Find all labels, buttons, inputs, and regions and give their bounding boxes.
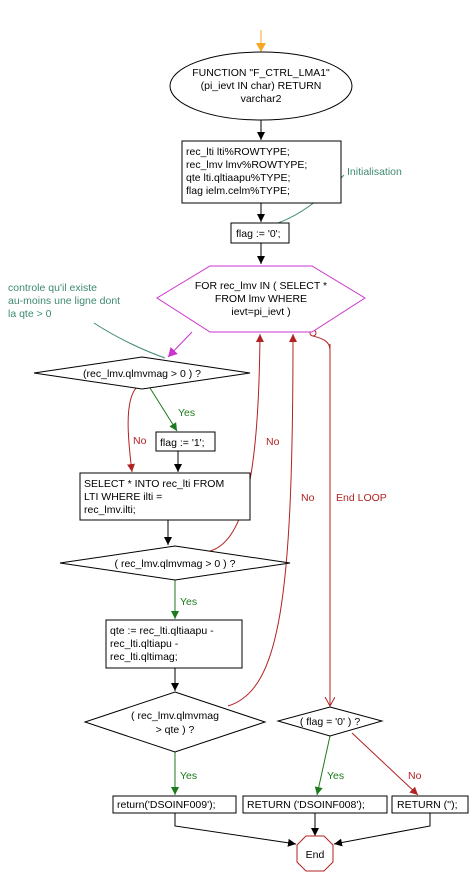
comment-check-line-3: la qte > 0 [8, 308, 52, 320]
loop-line-3: ievt=pi_ievt ) [231, 306, 290, 318]
flag-init-text: flag := '0'; [236, 228, 281, 240]
edge-cond4-yes [314, 735, 331, 796]
comment-initialisation: Initialisation [347, 166, 402, 178]
return-dsoinf009-box: return('DSOINF009'); [112, 795, 237, 814]
decision-qlmvmag-qte: ( rec_lmv.qlmvmag > qte ) ? [83, 691, 267, 753]
select-line-1: SELECT * INTO rec_lti FROM [84, 478, 224, 490]
connectors [127, 30, 431, 847]
edge-cond3-no [227, 333, 297, 707]
decision-qlmvmag-1: (rec_lmv.qlmvmag > 0 ) ? [33, 356, 251, 390]
calc-line-1: qte := rec_lti.qltiaapu - [110, 625, 214, 637]
start-line-3: varchar2 [241, 93, 282, 105]
comment-check-line-2: au-moins une ligne dont [8, 295, 120, 307]
cond3-line-2: > qte ) ? [156, 724, 195, 736]
label-cond2-no: No [266, 436, 280, 448]
declare-line-2: rec_lmv lmv%ROWTYPE; [186, 159, 307, 171]
start-line-2: (pi_ievt IN char) RETURN [201, 80, 322, 92]
label-cond1-no: No [133, 435, 147, 447]
label-cond3-yes: Yes [180, 770, 197, 782]
ret1-text: return('DSOINF009'); [117, 799, 216, 811]
end-node: End [296, 835, 334, 872]
edge-ret3-end [333, 813, 431, 847]
edge-cond1-yes [149, 387, 178, 432]
end-text: End [306, 849, 325, 861]
ret2-text: RETURN ('DSOINF008'); [247, 799, 365, 811]
edge-cond1-no [127, 386, 138, 473]
declare-line-4: flag ielm.celm%TYPE; [186, 185, 290, 197]
start-node: FUNCTION "F_CTRL_LMA1" (pi_ievt IN char)… [169, 51, 353, 121]
flag-set-box: flag := '1'; [155, 431, 216, 452]
decision-flag: ( flag = '0' ) ? [276, 706, 384, 737]
flag-set-text: flag := '1'; [160, 437, 205, 449]
cond4-text: ( flag = '0' ) ? [300, 716, 360, 728]
return-empty-box: RETURN (''); [391, 795, 469, 814]
cond1-text: (rec_lmv.qlmvmag > 0 ) ? [83, 368, 201, 380]
label-cond1-yes: Yes [178, 407, 195, 419]
loop-node: FOR rec_lmv IN ( SELECT * FROM lmv WHERE… [156, 265, 366, 333]
comment-line-check [93, 322, 166, 359]
select-line-2: LTI WHERE ilti = [84, 491, 162, 503]
edge-loop-exit-hook [312, 335, 331, 351]
label-cond3-no: No [301, 492, 315, 504]
declaration-box: rec_lti lti%ROWTYPE; rec_lmv lmv%ROWTYPE… [181, 140, 342, 204]
loop-line-2: FROM lmv WHERE [215, 293, 307, 305]
comment-check-line-1: controle qu'il existe [8, 282, 97, 294]
label-cond4-yes: Yes [327, 770, 344, 782]
declare-line-3: qte lti.qltiaapu%TYPE; [186, 172, 290, 184]
label-cond2-yes: Yes [180, 596, 197, 608]
calc-line-3: rec_lti.qltimag; [110, 651, 178, 663]
edge-cond4-no [351, 732, 419, 796]
decision-qlmvmag-2: ( rec_lmv.qlmvmag > 0 ) ? [59, 545, 291, 581]
ret3-text: RETURN (''); [397, 799, 458, 811]
label-cond4-no: No [408, 770, 422, 782]
loop-line-1: FOR rec_lmv IN ( SELECT * [195, 280, 327, 292]
flag-init-box: flag := '0'; [230, 222, 290, 244]
edge-loop-cond1 [167, 331, 193, 358]
return-dsoinf008-box: RETURN ('DSOINF008'); [242, 795, 388, 814]
select-line-3: rec_lmv.ilti; [84, 504, 136, 516]
edge-ret1-end [174, 813, 297, 847]
select-box: SELECT * INTO rec_lti FROM LTI WHERE ilt… [79, 472, 251, 521]
calc-line-2: rec_lti.qltiapu - [110, 638, 179, 650]
declare-line-1: rec_lti lti%ROWTYPE; [186, 146, 290, 158]
qte-calc-box: qte := rec_lti.qltiaapu - rec_lti.qltiap… [105, 619, 243, 669]
cond2-text: ( rec_lmv.qlmvmag > 0 ) ? [115, 558, 236, 570]
start-line-1: FUNCTION "F_CTRL_LMA1" [192, 67, 330, 79]
cond3-line-1: ( rec_lmv.qlmvmag [131, 710, 219, 722]
label-end-loop: End LOOP [336, 492, 387, 504]
